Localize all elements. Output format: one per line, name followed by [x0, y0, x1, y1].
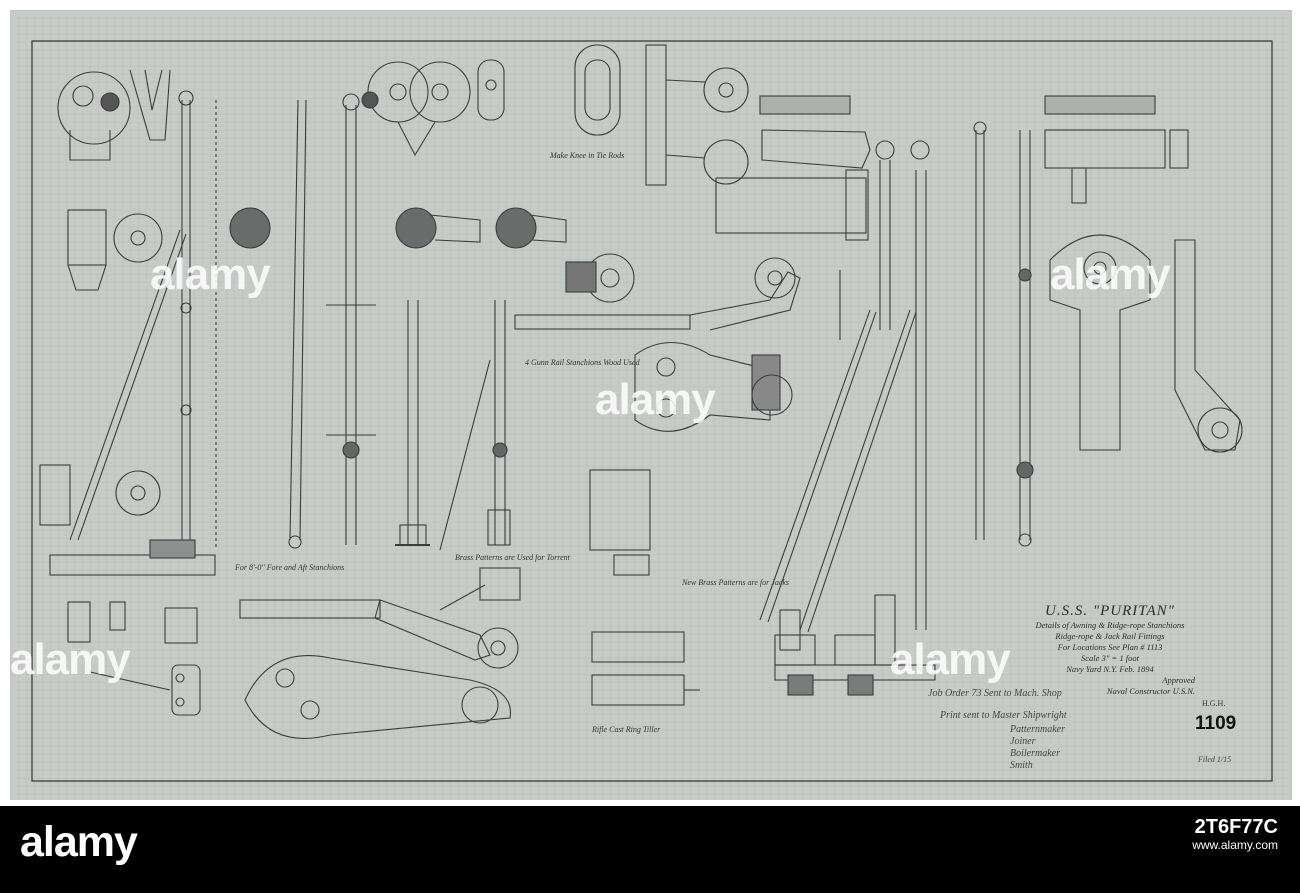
watermark-logo-3: alamy — [1050, 250, 1171, 299]
tiller-arm-bottom — [244, 654, 512, 739]
stanchion-3 — [326, 93, 376, 545]
note-5: Make Knee in Tie Rods — [550, 151, 625, 160]
watermark-logo-4: alamy — [10, 635, 131, 684]
section-1 — [229, 207, 271, 249]
note-6: Rifle Cast Ring Tiller — [592, 725, 661, 734]
title-block: U.S.S. "PURITAN" Details of Awning & Rid… — [1025, 603, 1196, 697]
stanchion-2 — [288, 99, 307, 549]
image-id: 2T6F77C — [1194, 816, 1278, 838]
approval-line: Approved — [1162, 675, 1195, 685]
drawing-border — [31, 40, 1273, 782]
section-3 — [495, 207, 537, 249]
footer-logo: alamy — [20, 818, 138, 866]
fittings-bottom-left — [67, 601, 201, 716]
blueprint-sheet: For 8'-0" Fore and Aft Stanchions Brass … — [10, 10, 1292, 800]
stanchion-7 — [973, 121, 1034, 547]
watermark-logo-1: alamy — [150, 250, 271, 299]
note-1: For 8'-0" Fore and Aft Stanchions — [235, 563, 345, 572]
hand-note-5: Smith — [1010, 760, 1033, 771]
tie-rod-bottom — [239, 567, 521, 669]
clamp-fork-left — [129, 69, 171, 141]
drawing-title: U.S.S. "PURITAN" — [1045, 603, 1175, 619]
note-4: 4 Gunn Rail Stanchions Wood Used — [525, 358, 640, 367]
hand-note-1: Print sent to Master Shipwright — [940, 710, 1067, 721]
drawing-line-3: For Locations See Plan # 1113 — [1057, 642, 1163, 652]
clevis-left — [67, 209, 163, 291]
filed-stamp: Filed 1/15 — [1198, 755, 1232, 764]
diagonal-braces-right — [759, 309, 917, 633]
stanchion-1 — [178, 90, 217, 550]
site-url: www.alamy.com — [1192, 838, 1278, 852]
block-top-right — [715, 95, 1189, 241]
shaft-center-bottom — [589, 469, 700, 706]
note-3: New Brass Patterns are for Jacks — [682, 578, 790, 587]
bracket-right — [1049, 234, 1243, 453]
stanchion-5 — [439, 300, 511, 551]
note-2: Brass Patterns are Used for Torrent — [455, 553, 570, 562]
footer-info: 2T6F77C www.alamy.com — [1192, 816, 1278, 854]
drawing-subtitle: Details of Awning & Ridge-rope Stanchion… — [1035, 620, 1185, 630]
section-2 — [395, 207, 437, 249]
stanchion-4 — [395, 300, 430, 546]
drawing-line-2: Ridge-rope & Jack Rail Fittings — [1055, 631, 1165, 641]
link-top — [574, 44, 749, 186]
job-order-note: Job Order 73 Sent to Mach. Shop — [928, 688, 1062, 699]
brace-1 — [69, 229, 181, 541]
clamp-head-center — [361, 59, 505, 157]
constructor-line: Naval Constructor U.S.N. — [1106, 686, 1195, 696]
drawing-number: 1109 — [1195, 713, 1237, 734]
watermark-logo-2: alamy — [595, 375, 716, 424]
watermark-logo-5: alamy — [890, 635, 1011, 684]
stanchion-6 — [839, 140, 930, 630]
clamp-head-left — [57, 71, 131, 161]
drawing-scale: Scale 3" = 1 foot — [1081, 653, 1139, 663]
hand-note-2: Patternmaker — [1010, 724, 1065, 735]
stock-footer: alamy 2T6F77C www.alamy.com — [0, 806, 1300, 893]
hand-note-4: Boilermaker — [1010, 748, 1060, 759]
bracket-center — [514, 253, 801, 331]
bases-bottom-right — [774, 594, 936, 696]
drawing-date: Navy Yard N.Y. Feb. 1894 — [1066, 664, 1154, 674]
technical-drawing — [31, 40, 1273, 782]
base-plate-left — [39, 464, 216, 576]
sheet-mark: H.G.H. — [1202, 699, 1226, 708]
hand-note-3: Joiner — [1010, 736, 1036, 747]
tiller-plate — [634, 341, 793, 432]
